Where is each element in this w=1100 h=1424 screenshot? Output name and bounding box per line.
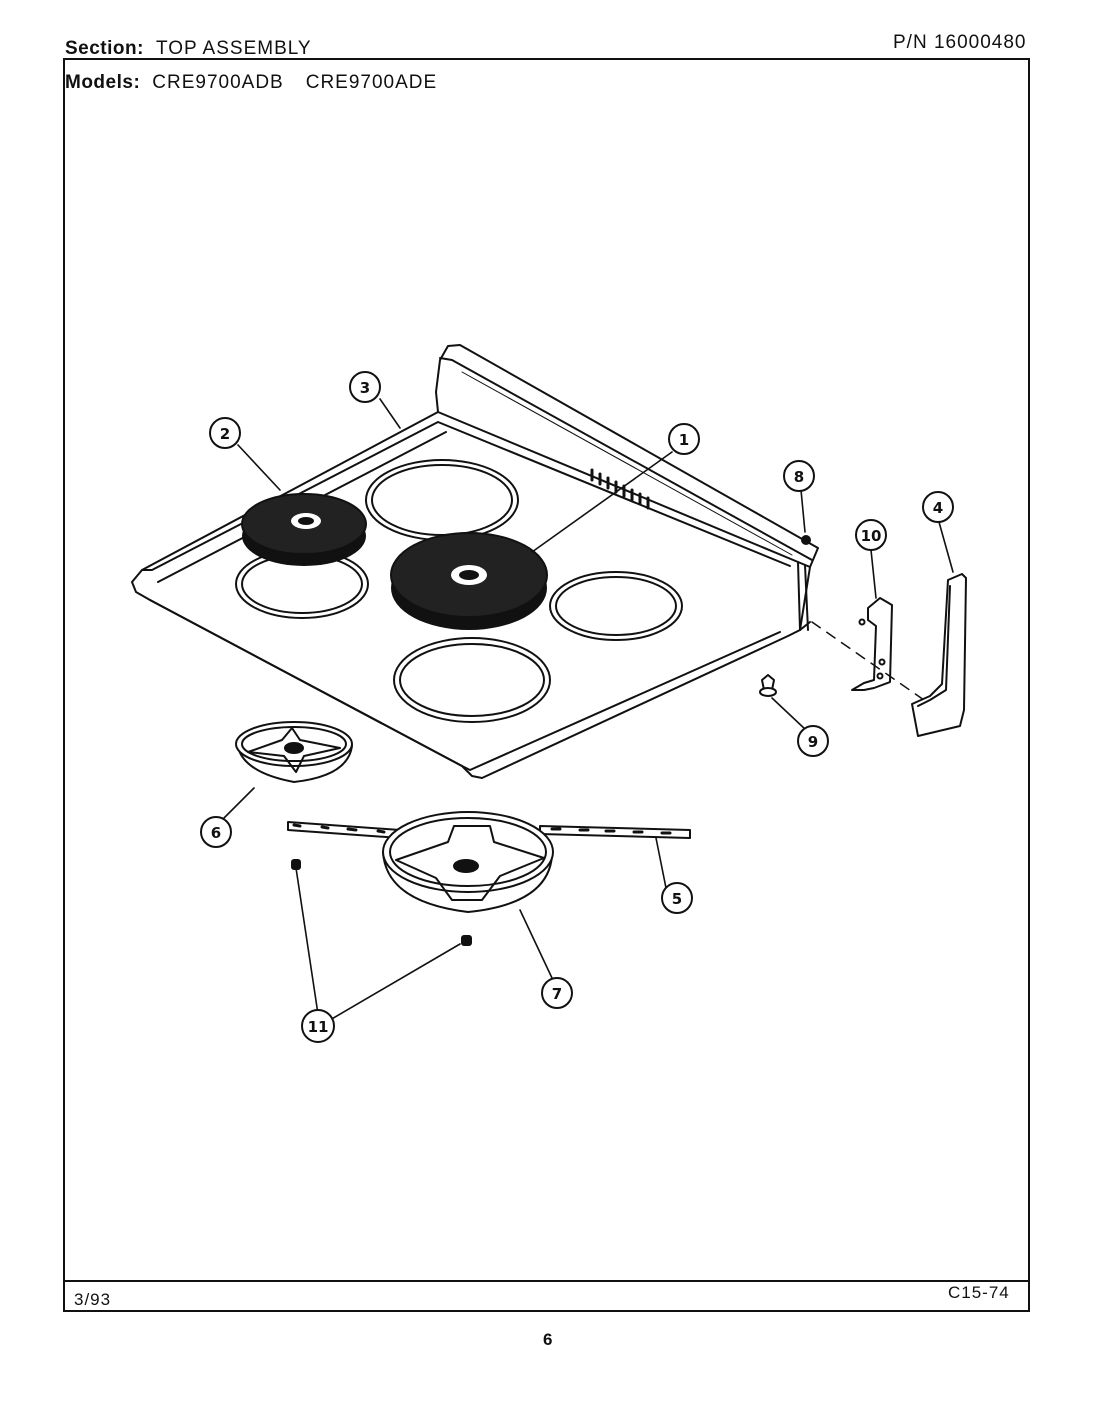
callout-9: 9 bbox=[797, 725, 829, 757]
section-heading: Section: TOP ASSEMBLY bbox=[65, 38, 312, 60]
large-drip-bowl-part-7 bbox=[382, 811, 554, 913]
diagram-frame bbox=[63, 58, 1030, 1312]
svg-text:5: 5 bbox=[672, 890, 682, 908]
small-solid-element-part-2 bbox=[241, 493, 367, 566]
callout-3: 3 bbox=[349, 371, 381, 403]
callout-1: 1 bbox=[668, 423, 700, 455]
models-label: Models: bbox=[65, 72, 141, 93]
svg-text:10: 10 bbox=[861, 527, 882, 545]
footer-divider bbox=[65, 1280, 1028, 1282]
part-number: P/N 16000480 bbox=[893, 32, 1027, 53]
callout-11: 11 bbox=[301, 1009, 335, 1043]
callout-6: 6 bbox=[200, 816, 232, 848]
side-trim-part-4 bbox=[911, 573, 967, 737]
model-2: CRE9700ADE bbox=[305, 72, 438, 93]
callout-bubbles: 1 2 3 4 5 6 7 8 9 10 11 bbox=[200, 371, 954, 1043]
svg-text:9: 9 bbox=[808, 733, 818, 751]
bracket-part-10 bbox=[851, 597, 893, 691]
svg-text:4: 4 bbox=[933, 499, 943, 517]
svg-text:7: 7 bbox=[552, 985, 562, 1003]
large-solid-element-part-1 bbox=[390, 532, 548, 630]
small-drip-bowl-part-6 bbox=[235, 721, 353, 783]
callout-5: 5 bbox=[661, 882, 693, 914]
callout-8: 8 bbox=[783, 460, 815, 492]
svg-text:6: 6 bbox=[211, 824, 221, 842]
model-1: CRE9700ADB bbox=[152, 72, 284, 93]
grommet-part-8 bbox=[801, 535, 811, 545]
svg-text:1: 1 bbox=[679, 431, 689, 449]
svg-text:2: 2 bbox=[220, 425, 230, 443]
section-label: Section: bbox=[65, 38, 144, 59]
alignment-line bbox=[811, 621, 925, 701]
revision-date: 3/93 bbox=[74, 1290, 112, 1309]
models-heading: Models: CRE9700ADB CRE9700ADE bbox=[65, 72, 437, 94]
svg-text:3: 3 bbox=[360, 379, 370, 397]
callout-10: 10 bbox=[855, 519, 887, 551]
nut-part-11-b bbox=[461, 935, 472, 946]
svg-text:8: 8 bbox=[794, 468, 804, 486]
leader-lines bbox=[223, 398, 954, 1021]
callout-4: 4 bbox=[922, 491, 954, 523]
diagram-code: C15-74 bbox=[948, 1283, 1010, 1302]
screw-part-9 bbox=[759, 674, 777, 697]
vent-slots bbox=[590, 468, 650, 510]
burner-openings bbox=[235, 459, 683, 723]
section-value: TOP ASSEMBLY bbox=[155, 38, 312, 59]
svg-text:11: 11 bbox=[308, 1018, 329, 1036]
callout-2: 2 bbox=[209, 417, 241, 449]
page-number: 6 bbox=[543, 1330, 554, 1349]
callout-7: 7 bbox=[541, 977, 573, 1009]
